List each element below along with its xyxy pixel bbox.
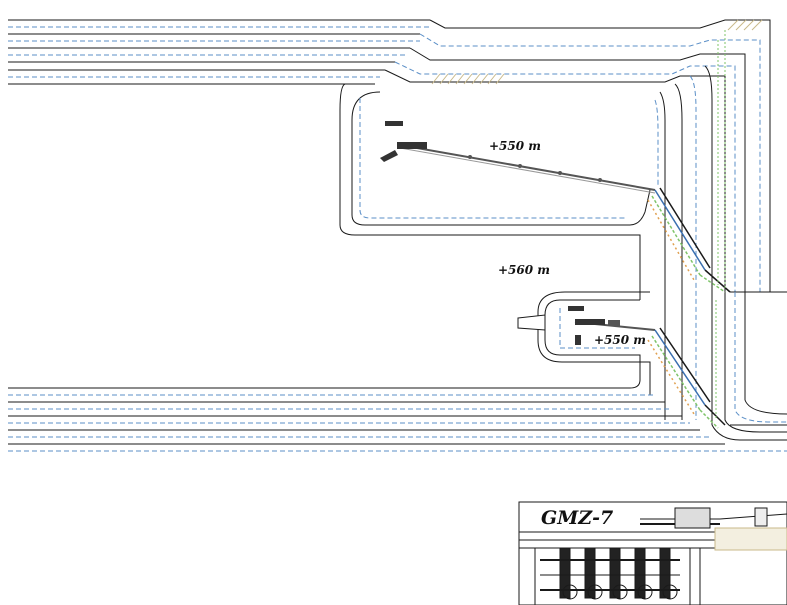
lower-pit-outline xyxy=(8,291,787,452)
bench-crest-lines xyxy=(715,30,726,420)
top-ramp-hatch xyxy=(431,19,763,85)
upper-slope-conveyor xyxy=(647,187,731,293)
elevation-label-middle: +560 m xyxy=(498,263,550,277)
elevation-label-upper: +550 m xyxy=(489,139,541,153)
upper-pit-outline xyxy=(8,65,713,425)
lower-conveyor xyxy=(568,306,656,345)
plant-drawing xyxy=(518,501,787,605)
elevation-label-lower: +550 m xyxy=(594,333,646,347)
upper-conveyor xyxy=(380,121,656,194)
plant-title: GMZ-7 xyxy=(541,507,614,529)
top-haul-road-lines xyxy=(8,19,787,293)
lower-slope-conveyor xyxy=(647,327,787,429)
